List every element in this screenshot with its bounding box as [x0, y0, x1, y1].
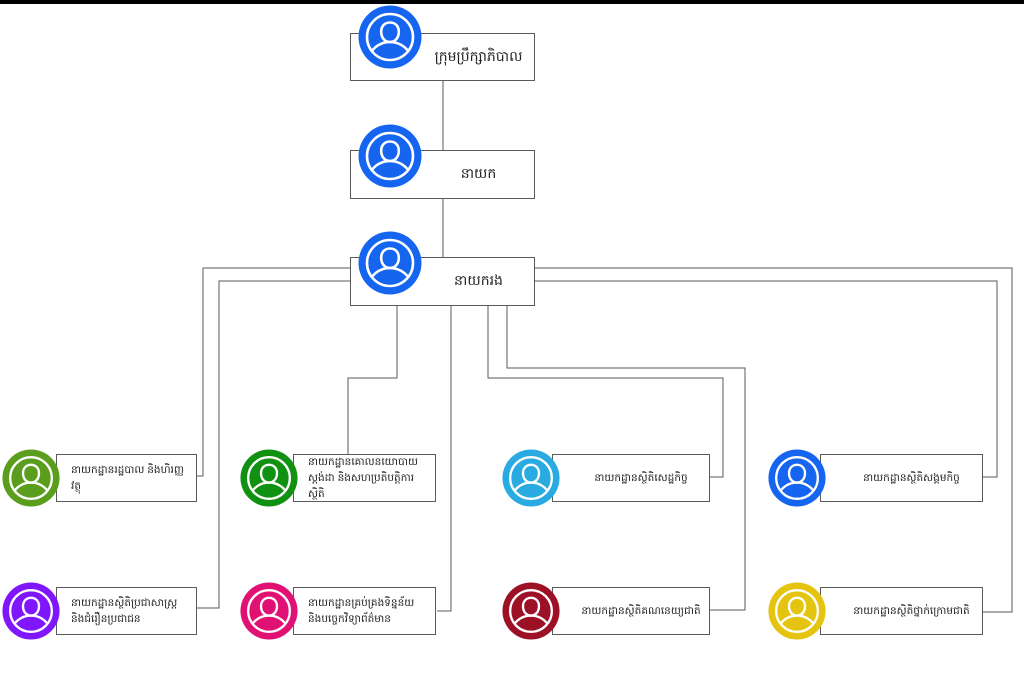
org-node-dept-data-management-it[interactable]: នាយកដ្ឋានគ្រប់គ្រងទិន្នន័យ និងបច្ចេកវិទ្…	[293, 587, 436, 635]
org-node-director-label: នាយក	[460, 165, 497, 181]
org-node-label: នាយកដ្ឋានស្ថិតិប្រជាសាស្ត្រ និងជំរឿនប្រជ…	[71, 596, 178, 625]
org-node-dept-subnational-statistics[interactable]: នាយកដ្ឋានស្ថិតិថ្នាក់ក្រោមជាតិ	[820, 587, 983, 635]
org-node-director[interactable]: នាយក	[350, 150, 535, 199]
org-node-board[interactable]: ក្រុមប្រឹក្សាភិបាល	[350, 33, 535, 81]
org-node-dept-demographic-census[interactable]: នាយកដ្ឋានស្ថិតិប្រជាសាស្ត្រ និងជំរឿនប្រជ…	[56, 587, 197, 635]
org-node-dept-policy-standards[interactable]: នាយកដ្ឋានគោលនយោបាយ ស្តង់ដា និងសហប្រតិបត្…	[293, 454, 436, 502]
org-node-dept-social-statistics[interactable]: នាយកដ្ឋានស្ថិតិសង្គមកិច្ច	[820, 454, 983, 502]
org-node-label: នាយកដ្ឋានស្ថិតិសេដ្ឋកិច្ច	[594, 471, 688, 484]
org-node-label: នាយកដ្ឋានរដ្ឋបាល និងហិរញ្ញវត្ថុ	[71, 463, 184, 492]
org-node-label: នាយកដ្ឋានគោលនយោបាយ ស្តង់ដា និងសហប្រតិបត្…	[308, 455, 418, 501]
org-node-board-label: ក្រុមប្រឹក្សាភិបាល	[434, 47, 523, 64]
org-node-dept-national-accounts[interactable]: នាយកដ្ឋានស្ថិតិគណនេយ្យជាតិ	[552, 587, 710, 635]
top-border-bar	[0, 0, 1024, 4]
org-node-label: នាយកដ្ឋានស្ថិតិសង្គមកិច្ច	[863, 471, 960, 484]
org-node-deputy-director[interactable]: នាយករង	[350, 257, 535, 306]
org-node-label: នាយកដ្ឋានស្ថិតិថ្នាក់ក្រោមជាតិ	[853, 604, 970, 617]
org-node-label: នាយកដ្ឋានគ្រប់គ្រងទិន្នន័យ និងបច្ចេកវិទ្…	[308, 596, 415, 625]
org-node-dept-economic-statistics[interactable]: នាយកដ្ឋានស្ថិតិសេដ្ឋកិច្ច	[552, 454, 710, 502]
org-node-dept-admin-finance[interactable]: នាយកដ្ឋានរដ្ឋបាល និងហិរញ្ញវត្ថុ	[56, 454, 197, 502]
org-node-label: នាយកដ្ឋានស្ថិតិគណនេយ្យជាតិ	[581, 604, 701, 617]
org-node-deputy-director-label: នាយករង	[454, 272, 503, 288]
